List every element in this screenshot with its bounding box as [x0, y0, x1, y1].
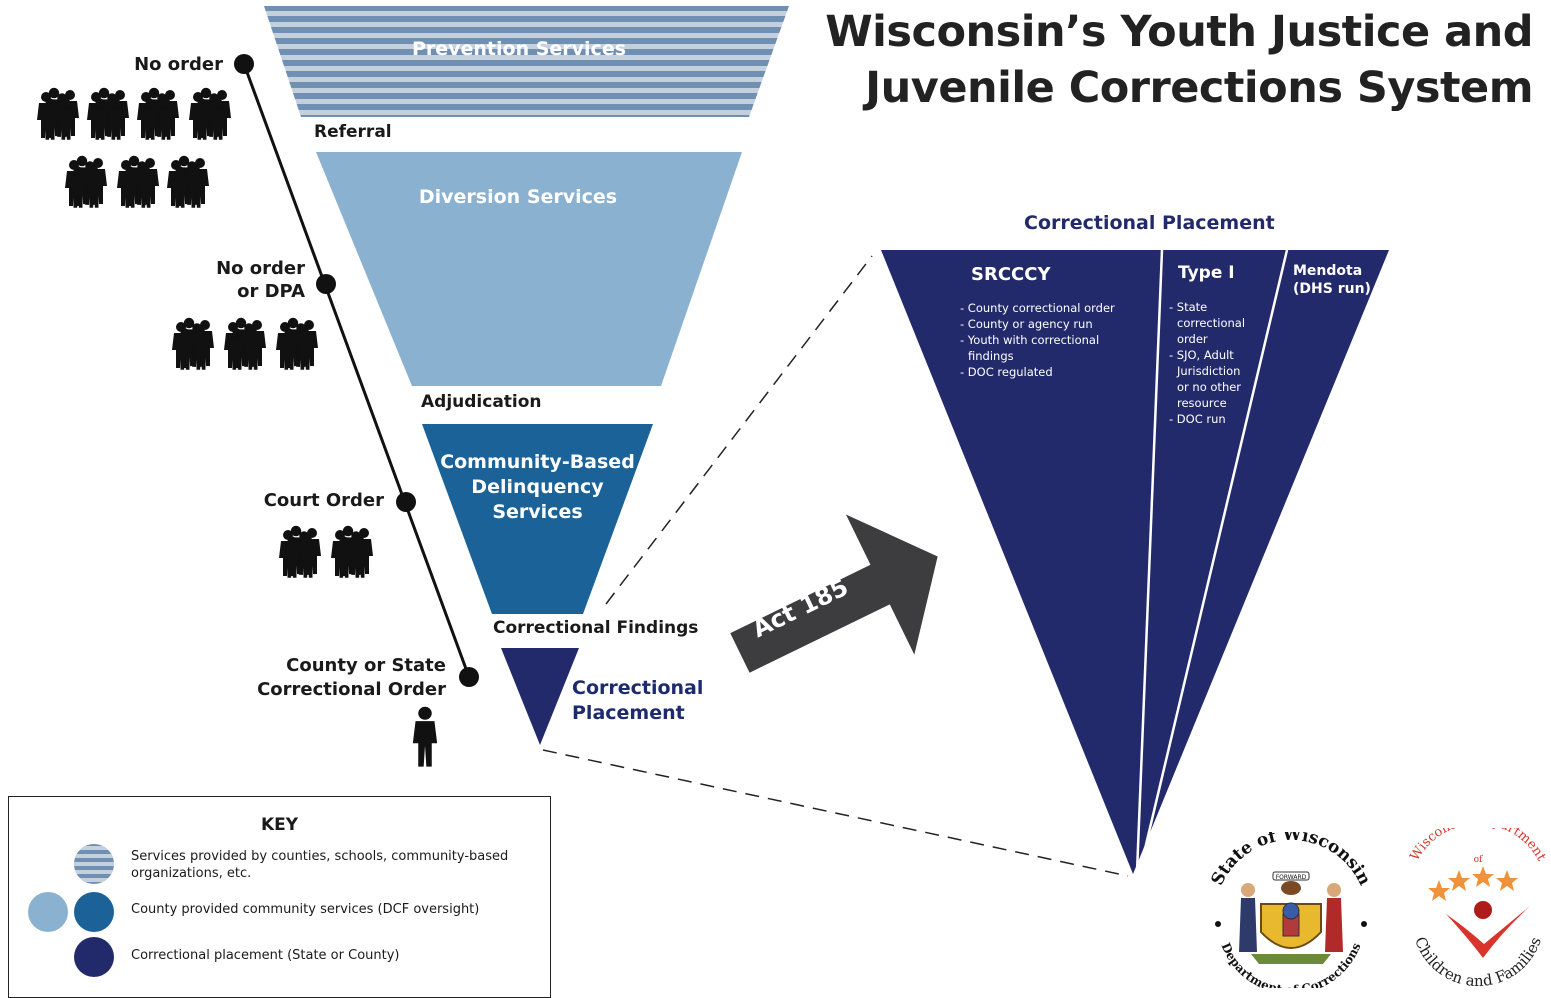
- dcf-logo: Wisconsin Department Children and Famili…: [1408, 828, 1549, 988]
- seal-banner-text: FORWARD: [1276, 874, 1307, 881]
- srcccy-heading: SRCCCY: [971, 264, 1051, 285]
- key-title: KEY: [260, 815, 299, 835]
- doc-seal-logo: State of Wisconsin Department of Correct…: [1207, 832, 1374, 988]
- page-title: Wisconsin’s Youth Justice and Juvenile C…: [825, 4, 1533, 116]
- timeline-label-dpa-line-2: or DPA: [237, 281, 305, 302]
- community-label-line-2: Delinquency: [471, 476, 604, 498]
- placement-label-line-1: Correctional: [572, 677, 704, 699]
- crowd-group-3: [172, 317, 318, 370]
- key-text-prevention: Services provided by counties, schools, …: [131, 849, 509, 881]
- key-swatch-prevention-stripes: [74, 844, 114, 884]
- timeline-label-correctional-line-2: Correctional Order: [257, 679, 446, 700]
- timeline-label-no-order: No order: [134, 54, 223, 75]
- key-text-community: County provided community services (DCF …: [131, 902, 480, 917]
- srcccy-item: - County or agency run: [960, 317, 1093, 331]
- stage-correctional-findings: Correctional Findings: [493, 618, 699, 638]
- stage-adjudication: Adjudication: [421, 392, 542, 412]
- key-text-placement: Correctional placement (State or County): [131, 948, 400, 963]
- key-legend: KEY Services provided by counties, schoo…: [8, 796, 551, 998]
- timeline-dot-correctional-order: [459, 667, 479, 687]
- crowd-group-1: [37, 87, 231, 140]
- timeline-dot-no-order: [234, 54, 254, 74]
- dcf-of-text: of: [1474, 855, 1483, 865]
- timeline-label-correctional-line-1: County or State: [286, 655, 446, 676]
- prevention-label: Prevention Services: [411, 38, 627, 60]
- type1-item: - SJO, Adult Jurisdiction or no other re…: [1169, 348, 1242, 410]
- community-segment: [422, 424, 653, 614]
- title-line-2: Juvenile Corrections System: [865, 63, 1533, 113]
- seal-crest-icon: FORWARD: [1239, 871, 1343, 964]
- timeline-label-court-order: Court Order: [263, 490, 384, 511]
- timeline-dot-dpa: [316, 274, 336, 294]
- single-person-icon: [412, 706, 438, 767]
- dashed-projection-upper: [605, 255, 873, 605]
- dcf-check-icon: [1446, 906, 1530, 958]
- placement-detail-title: Correctional Placement: [1024, 212, 1275, 234]
- placement-segment: [501, 648, 579, 745]
- stage-referral: Referral: [314, 122, 392, 142]
- placement-label-line-2: Placement: [572, 702, 685, 724]
- placement-detail-triangle: [881, 250, 1389, 874]
- timeline-label-correctional-order: County or State Correctional Order: [240, 654, 446, 702]
- dcf-heart-dot-icon: [1474, 901, 1492, 919]
- community-label-line-1: Community-Based: [440, 451, 635, 473]
- seal-dot-right: [1361, 921, 1367, 927]
- timeline-label-dpa-line-1: No order: [216, 258, 305, 279]
- diversion-segment: [316, 152, 742, 386]
- slice-divider-1: [1135, 249, 1164, 873]
- timeline-label-no-order-dpa: No order or DPA: [160, 257, 305, 303]
- diversion-label: Diversion Services: [418, 186, 618, 208]
- crowd-group-2: [65, 155, 209, 208]
- community-label: Community-Based Delinquency Services: [422, 450, 653, 525]
- act-185-arrow: [730, 514, 938, 673]
- key-swatch-prevention: [74, 844, 114, 884]
- type1-list: - State correctional order - SJO, Adult …: [1169, 299, 1253, 427]
- srcccy-item: - Youth with correctional findings: [960, 333, 1100, 363]
- dashed-projection-lower: [542, 749, 1129, 877]
- key-swatch-placement: [74, 937, 114, 977]
- timeline-line: [242, 63, 471, 678]
- type1-item: - DOC run: [1169, 412, 1226, 426]
- crowd-group-4: [279, 525, 373, 578]
- mendota-heading-line-1: Mendota: [1293, 263, 1363, 279]
- dcf-stars-icon: [1428, 866, 1518, 901]
- key-swatch-diversion: [28, 892, 68, 932]
- type1-item: - State correctional order: [1169, 300, 1246, 346]
- srcccy-item: - County correctional order: [960, 301, 1115, 315]
- prevention-segment: [264, 6, 789, 117]
- type1-heading: Type I: [1178, 263, 1235, 283]
- mendota-heading: Mendota (DHS run): [1293, 262, 1371, 298]
- key-swatch-community: [74, 892, 114, 932]
- seal-dot-left: [1215, 921, 1221, 927]
- mendota-heading-line-2: (DHS run): [1293, 281, 1371, 297]
- slice-divider-2: [1138, 249, 1289, 871]
- timeline-dot-court-order: [396, 492, 416, 512]
- community-label-line-3: Services: [492, 501, 583, 523]
- srcccy-item: - DOC regulated: [960, 365, 1053, 379]
- placement-label: Correctional Placement: [572, 676, 703, 726]
- title-line-1: Wisconsin’s Youth Justice and: [825, 7, 1533, 57]
- srcccy-list: - County correctional order - County or …: [960, 300, 1130, 380]
